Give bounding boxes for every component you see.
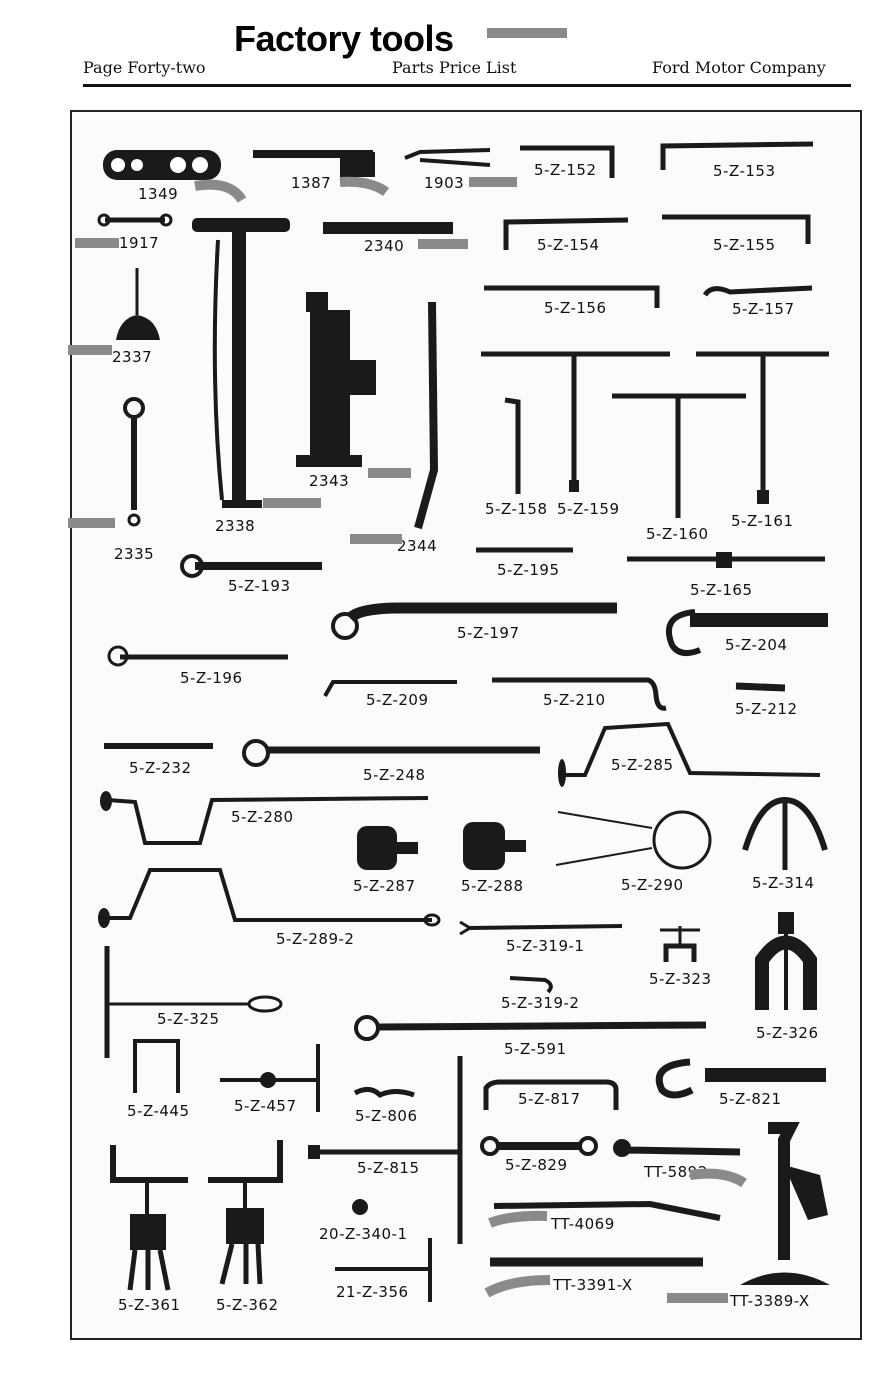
header-rule	[83, 84, 851, 87]
header-section: Parts Price List	[392, 58, 517, 77]
part-label: 20-Z-340-1	[319, 1225, 408, 1243]
part-label: TT-4069	[551, 1215, 615, 1233]
part-label: 5-Z-829	[505, 1156, 568, 1174]
part-label: 5-Z-361	[118, 1296, 181, 1314]
part-label: 21-Z-356	[336, 1283, 409, 1301]
part-label: 1903	[424, 174, 465, 192]
part-label: 2337	[112, 348, 153, 366]
part-label: 5-Z-153	[713, 162, 776, 180]
part-label: 5-Z-289-2	[276, 930, 355, 948]
marker-bar	[68, 345, 112, 355]
redaction-marker	[487, 28, 567, 38]
header-page-number: Page Forty-two	[83, 58, 206, 77]
part-label: TT-3391-X	[553, 1276, 633, 1294]
part-label: 5-Z-817	[518, 1090, 581, 1108]
part-label: 5-Z-445	[127, 1102, 190, 1120]
part-label: 5-Z-155	[713, 236, 776, 254]
part-label: 5-Z-152	[534, 161, 597, 179]
part-label: 2338	[215, 517, 256, 535]
part-label: 5-Z-156	[544, 299, 607, 317]
part-label: 1349	[138, 185, 179, 203]
part-label: 5-Z-161	[731, 512, 794, 530]
part-label: TT-5892	[644, 1163, 708, 1181]
part-label: 2344	[397, 537, 438, 555]
part-label: 5-Z-159	[557, 500, 620, 518]
marker-bar	[350, 534, 402, 544]
part-label: 1917	[119, 234, 160, 252]
marker-bar	[75, 238, 119, 248]
part-label: 5-Z-248	[363, 766, 426, 784]
part-label: 5-Z-457	[234, 1097, 297, 1115]
marker-bar	[263, 498, 321, 508]
part-label: 5-Z-232	[129, 759, 192, 777]
marker-bar	[667, 1293, 728, 1303]
part-label: 5-Z-290	[621, 876, 684, 894]
marker-bar	[469, 177, 517, 187]
part-label: 5-Z-287	[353, 877, 416, 895]
part-label: 5-Z-210	[543, 691, 606, 709]
part-label: 5-Z-195	[497, 561, 560, 579]
header-company: Ford Motor Company	[652, 58, 826, 77]
page-title: Factory tools	[234, 18, 454, 59]
part-label: 2343	[309, 472, 350, 490]
part-label: 5-Z-319-1	[506, 937, 585, 955]
part-label: 5-Z-209	[366, 691, 429, 709]
part-label: 5-Z-314	[752, 874, 815, 892]
catalog-frame	[70, 110, 862, 1340]
part-label: 5-Z-288	[461, 877, 524, 895]
marker-bar	[368, 468, 411, 478]
part-label: TT-3389-X	[730, 1292, 810, 1310]
part-label: 5-Z-280	[231, 808, 294, 826]
part-label: 5-Z-591	[504, 1040, 567, 1058]
part-label: 5-Z-154	[537, 236, 600, 254]
part-label: 5-Z-196	[180, 669, 243, 687]
part-label: 5-Z-285	[611, 756, 674, 774]
part-label: 5-Z-212	[735, 700, 798, 718]
part-label: 5-Z-821	[719, 1090, 782, 1108]
part-label: 5-Z-160	[646, 525, 709, 543]
part-label: 5-Z-204	[725, 636, 788, 654]
part-label: 5-Z-319-2	[501, 994, 580, 1012]
part-label: 2340	[364, 237, 405, 255]
part-label: 5-Z-326	[756, 1024, 819, 1042]
marker-bar	[68, 518, 115, 528]
part-label: 1387	[291, 174, 332, 192]
part-label: 5-Z-165	[690, 581, 753, 599]
part-label: 5-Z-158	[485, 500, 548, 518]
part-label: 5-Z-157	[732, 300, 795, 318]
part-label: 5-Z-323	[649, 970, 712, 988]
part-label: 5-Z-362	[216, 1296, 279, 1314]
part-label: 5-Z-193	[228, 577, 291, 595]
part-label: 5-Z-325	[157, 1010, 220, 1028]
part-label: 5-Z-197	[457, 624, 520, 642]
marker-bar	[418, 239, 468, 249]
part-label: 5-Z-815	[357, 1159, 420, 1177]
part-label: 2335	[114, 545, 155, 563]
part-label: 5-Z-806	[355, 1107, 418, 1125]
